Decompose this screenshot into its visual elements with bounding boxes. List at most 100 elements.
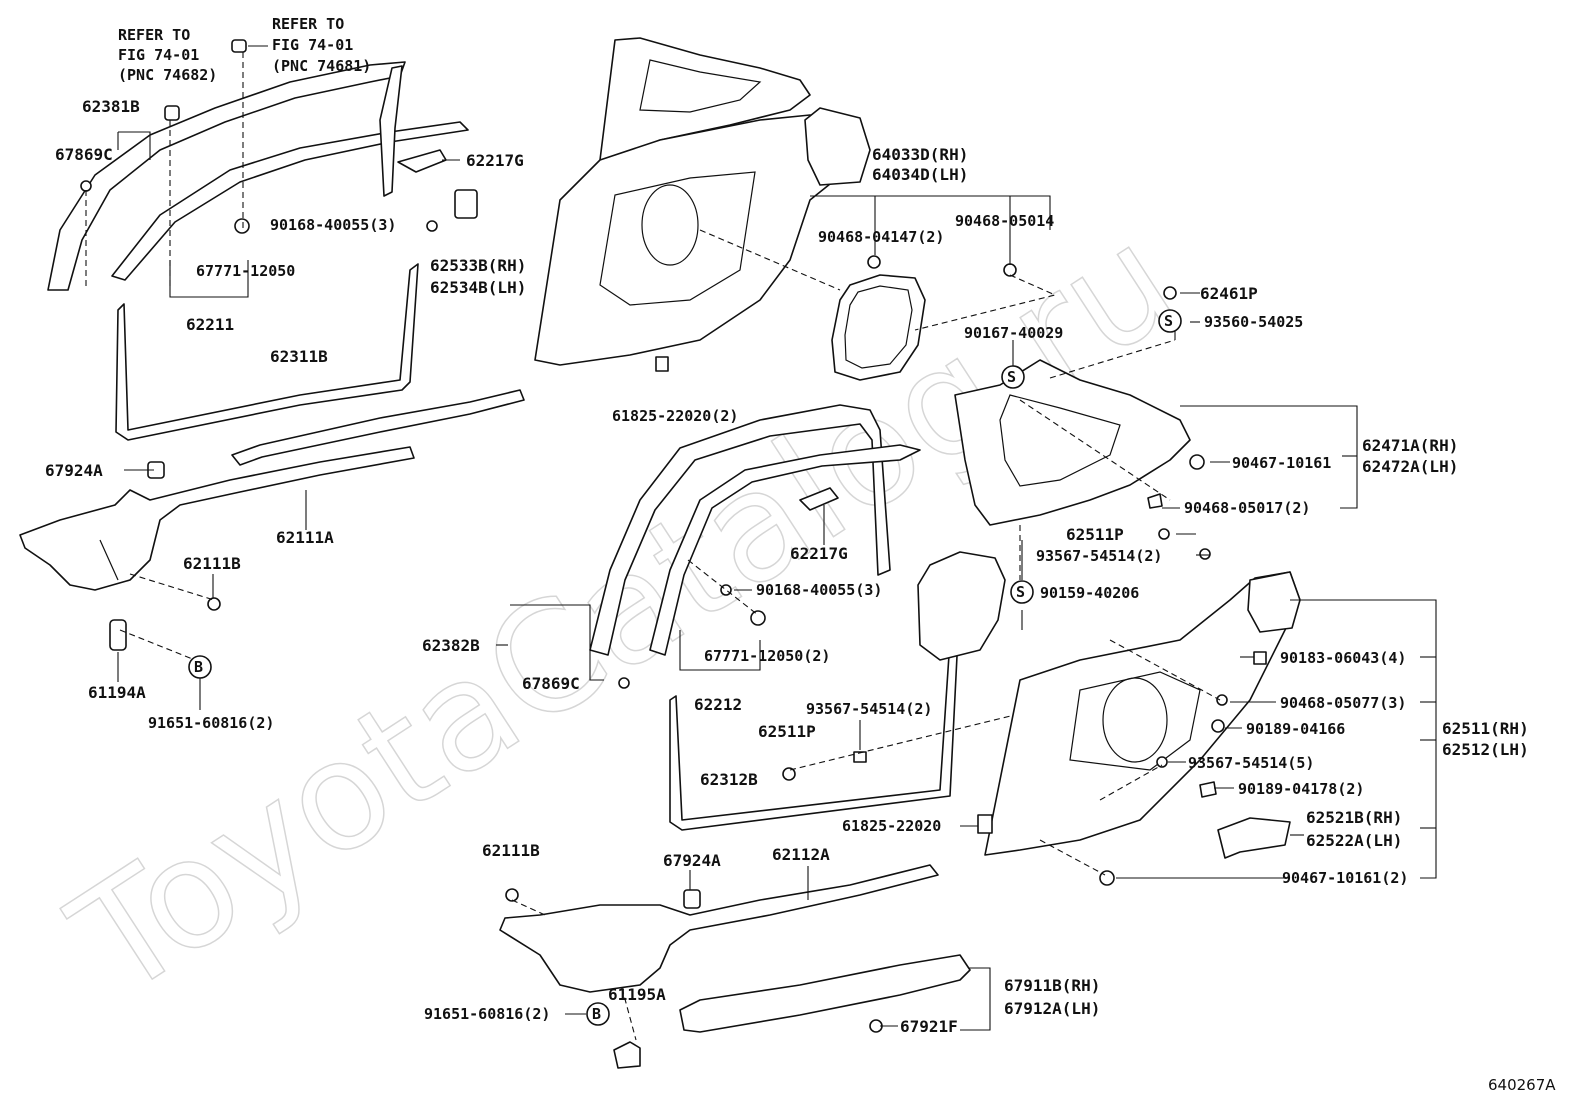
clip-90189-04178 [1199, 781, 1217, 798]
part-label: 90168-40055(3) [756, 581, 882, 599]
part-label: 90189-04178(2) [1238, 780, 1364, 798]
rear-quarter-window-trim-assembly [954, 286, 1205, 580]
part-label: 62211 [186, 315, 234, 334]
part-label: 91651-60816(2) [424, 1005, 550, 1023]
part-label: 90168-40055(3) [270, 216, 396, 234]
part-label: 90467-10161(2) [1282, 869, 1408, 887]
clip-62381B [164, 105, 180, 121]
part-label: 67924A [45, 461, 103, 480]
part-label: 62111A [276, 528, 334, 547]
clip-93567-5 [1156, 756, 1168, 768]
quarter-trim-lower-assembly [977, 528, 1301, 886]
front-pillar-garnish-assembly [19, 39, 525, 661]
rear-pillar-garnish-assembly [589, 404, 1036, 831]
refer-note-2-line-2: FIG 74-01 [272, 36, 353, 54]
sill-cover-part [231, 389, 525, 466]
part-label: 90468-05017(2) [1184, 499, 1310, 517]
part-label: 62511(RH) [1442, 719, 1529, 738]
symbol-s-2 [1001, 365, 1025, 389]
symbol-circles: B B S S S [188, 309, 1182, 1026]
rear-pillar-garnish-part [589, 404, 891, 656]
part-label: 90159-40206 [1040, 584, 1139, 602]
rear-scuff-assembly [499, 864, 971, 1069]
clip-61194A [109, 619, 127, 651]
clip-62111B-rear [505, 888, 519, 902]
part-labels: 62381B 67869C 62217G 90168-40055(3) 6253… [45, 97, 1529, 1036]
rear-wheel-trim-part [917, 551, 1006, 661]
screw-93567-rear [853, 751, 867, 763]
part-label: 90183-06043(4) [1280, 649, 1406, 667]
part-label: 64033D(RH) [872, 145, 968, 164]
leader-lines [117, 45, 1437, 1031]
symbol-b-bottom-text: B [592, 1005, 601, 1023]
symbol-s-1-text: S [1164, 312, 1173, 330]
clip-90468-04147 [867, 255, 881, 269]
part-label: 91651-60816(2) [148, 714, 274, 732]
part-label: 62212 [694, 695, 742, 714]
rear-scuff-plate-part [499, 864, 939, 993]
figure-id: 640267A [1488, 1076, 1556, 1094]
part-label: 67869C [55, 145, 113, 164]
quarter-bracket-right [1247, 571, 1301, 633]
part-label: 62511P [758, 722, 816, 741]
part-label: 61195A [608, 985, 666, 1004]
clip-67869C-rear [618, 677, 630, 689]
clip-90468-05077 [1216, 694, 1228, 706]
clip-90189-04166 [1211, 719, 1225, 733]
clip-62461P [1163, 286, 1177, 300]
part-label: 62111B [482, 841, 540, 860]
screw-93567-a [1199, 548, 1211, 560]
part-label: 90468-05077(3) [1280, 694, 1406, 712]
rear-center-pillar-part [649, 444, 921, 656]
part-label: 93567-54514(2) [1036, 547, 1162, 565]
part-label: 62533B(RH) [430, 256, 526, 275]
part-label: 62511P [1066, 525, 1124, 544]
clip-67924A-rear [683, 889, 701, 909]
part-label: 67912A(LH) [1004, 999, 1100, 1018]
clip-67771 [234, 218, 250, 234]
bracket-62217G [397, 149, 447, 173]
clip-90468-05014 [1003, 263, 1017, 277]
part-label: 67924A [663, 851, 721, 870]
part-label: 67911B(RH) [1004, 976, 1100, 995]
part-label: 62521B(RH) [1306, 808, 1402, 827]
refer-note-1-line-2: FIG 74-01 [118, 46, 199, 64]
clip-refer-74681 [231, 39, 247, 53]
part-label: 67869C [522, 674, 580, 693]
bracket-62521B [1217, 817, 1291, 859]
screw-90168 [426, 220, 438, 232]
part-label: 90468-05014 [955, 212, 1054, 230]
part-label: 62534B(LH) [430, 278, 526, 297]
symbol-b-left [188, 655, 212, 679]
part-label: 64034D(LH) [872, 165, 968, 184]
front-scuff-plate-part [19, 446, 415, 591]
clip-61195A [613, 1041, 641, 1069]
reference-notes: REFER TO FIG 74-01 (PNC 74682) REFER TO … [118, 15, 371, 84]
symbol-s-3-text: S [1016, 583, 1025, 601]
clip-62111B [207, 597, 221, 611]
part-label: 90467-10161 [1232, 454, 1331, 472]
clip-67771-rear [750, 610, 766, 626]
clip-90467-10161 [1189, 454, 1205, 470]
symbol-s-3 [1010, 580, 1034, 604]
part-label: 67921F [900, 1017, 958, 1036]
refer-note-2-line-1: REFER TO [272, 15, 344, 33]
clip-62511P-a [1158, 528, 1170, 540]
rear-quarter-window-trim-part [954, 359, 1191, 526]
quarter-upper-bracket [804, 107, 871, 186]
part-label: 93560-54025 [1204, 313, 1303, 331]
bracket-62533B [454, 189, 478, 219]
part-label: 67771-12050 [196, 262, 295, 280]
part-label: 61825-22020(2) [612, 407, 738, 425]
part-label: 62312B [700, 770, 758, 789]
part-label: 61194A [88, 683, 146, 702]
quarter-trim-upper-assembly [534, 37, 1057, 381]
symbol-b-left-text: B [194, 658, 203, 676]
part-label: 62472A(LH) [1362, 457, 1458, 476]
refer-note-2-line-3: (PNC 74681) [272, 57, 371, 75]
bracket-62217G-rear [799, 487, 839, 511]
part-label: 67771-12050(2) [704, 647, 830, 665]
symbol-s-2-text: S [1007, 368, 1016, 386]
symbol-s-1 [1158, 309, 1182, 333]
